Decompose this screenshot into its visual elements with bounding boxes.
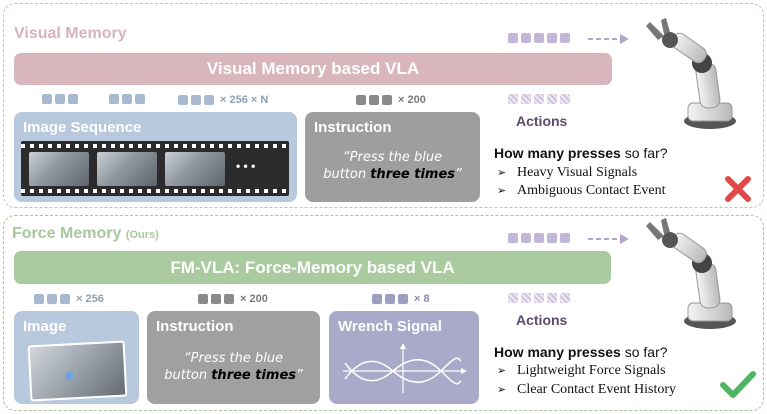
instruction-title: Instruction: [314, 119, 392, 136]
action-tokens-hatched: [508, 94, 570, 104]
actions-label: Actions: [516, 312, 568, 328]
image-sequence-title: Image Sequence: [23, 119, 142, 136]
image-token-count: × 256: [76, 293, 104, 305]
force-memory-title: Force Memory (Ours): [12, 225, 159, 242]
wrench-tokens: × 8: [372, 293, 430, 305]
question: How many presses so far?: [494, 145, 668, 161]
scene-image: [27, 340, 128, 402]
wrench-title: Wrench Signal: [338, 318, 442, 335]
instruction-token-count: × 200: [398, 94, 426, 106]
instruction-tokens: × 200: [198, 293, 268, 305]
dashed-arrow-icon: [588, 234, 629, 244]
bullet-item: ➢Ambiguous Contact Event: [497, 183, 666, 198]
frame-image: [29, 152, 89, 186]
force-memory-panel: [3, 215, 764, 411]
wrench-token-count: × 8: [414, 293, 430, 305]
image-sequence-card: Image Sequence • • •: [14, 112, 297, 202]
image-tokens-group: [42, 94, 78, 104]
bullet-item: ➢Lightweight Force Signals: [497, 363, 666, 378]
instruction-card: Instruction “Press the blue button three…: [305, 112, 480, 202]
image-title: Image: [23, 318, 67, 335]
visual-vla-banner: Visual Memory based VLA: [14, 53, 612, 85]
visual-memory-panel: [3, 3, 764, 208]
bullet-item: ➢Heavy Visual Signals: [497, 165, 638, 180]
action-tokens: [508, 233, 570, 243]
image-card: Image: [14, 311, 139, 404]
instruction-card: Instruction “Press the blue button three…: [147, 311, 320, 404]
action-tokens-hatched: [508, 293, 570, 303]
action-tokens: [508, 33, 570, 43]
actions-label: Actions: [516, 113, 568, 129]
frame-image: [97, 152, 157, 186]
robot-arm-icon: [646, 18, 736, 129]
instruction-quote: “Press the blue button three times”: [164, 351, 303, 383]
dashed-arrow-icon: [588, 34, 629, 44]
check-icon: [720, 371, 756, 398]
image-tokens-group: × 256: [34, 293, 104, 305]
question: How many presses so far?: [494, 344, 668, 360]
wrench-signal-card: Wrench Signal: [329, 311, 479, 404]
image-token-count: × 256 × N: [220, 94, 269, 106]
instruction-title: Instruction: [156, 318, 234, 335]
robot-arm-icon: [646, 218, 736, 329]
image-tokens-group: × 256 × N: [178, 94, 268, 106]
frame-image: [165, 152, 225, 186]
cross-icon: [725, 176, 751, 202]
image-tokens-group: [109, 94, 145, 104]
bullet-item: ➢Clear Contact Event History: [497, 382, 677, 397]
ellipsis: • • •: [236, 159, 256, 173]
instruction-token-count: × 200: [240, 293, 268, 305]
instruction-tokens: × 200: [356, 94, 426, 106]
instruction-quote: “Press the blue button three times”: [323, 150, 462, 182]
wave-plot-icon: [343, 343, 467, 393]
visual-memory-title: Visual Memory: [14, 25, 127, 42]
film-strip: • • •: [21, 141, 289, 196]
force-vla-banner: FM-VLA: Force-Memory based VLA: [14, 251, 611, 284]
